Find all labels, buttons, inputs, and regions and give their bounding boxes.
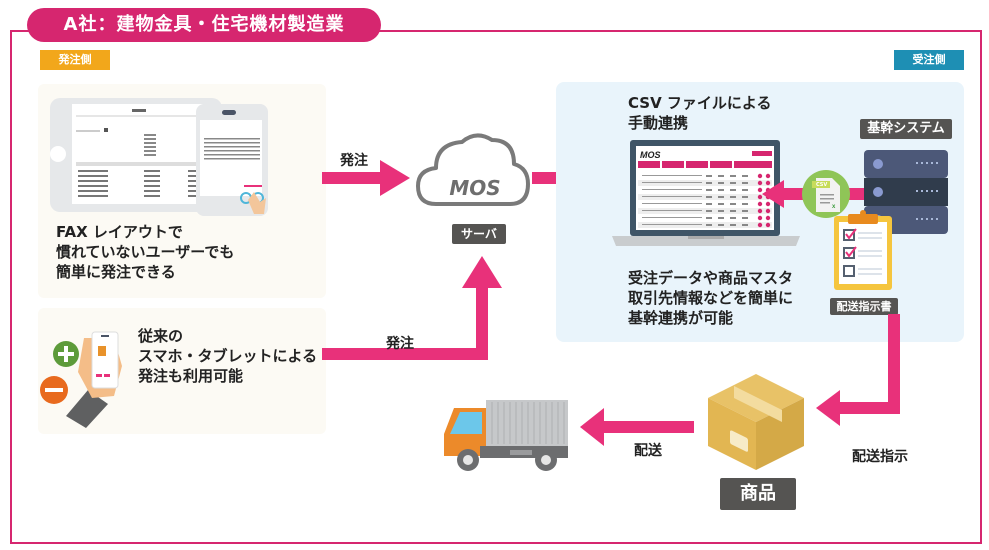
- tablet-fax-illustration: [50, 98, 268, 216]
- csv-file-icon: CSV: [816, 182, 828, 188]
- phone-line-2: スマホ・タブレットによる: [138, 347, 318, 365]
- csv-heading: CSV ファイルによる 手動連携: [628, 93, 771, 133]
- product-label: 商品: [720, 478, 796, 510]
- smartphone-description: 従来の スマホ・タブレットによる 発注も利用可能: [138, 326, 317, 386]
- core-system-label: 基幹システム: [860, 119, 952, 139]
- order-arrow-top: [322, 160, 410, 196]
- svg-text:x: x: [832, 204, 836, 210]
- order-side-tag: 発注側: [40, 50, 110, 70]
- svg-text:MOS: MOS: [640, 150, 661, 160]
- csv-description: 受注データや商品マスタ 取引先情報などを簡単に 基幹連携が可能: [628, 268, 793, 328]
- hand-phone-illustration: [40, 331, 122, 428]
- delivery-instruction-arrow: [816, 314, 900, 426]
- csv-desc-line-2: 取引先情報などを簡単に: [628, 289, 794, 307]
- order-label-bottom: 発注: [386, 336, 414, 352]
- fax-layout-panel: FAX レイアウトで 慣れていないユーザーでも 簡単に発注できる: [38, 84, 326, 298]
- csv-desc-line-3: 基幹連携が可能: [628, 309, 734, 327]
- fax-description: FAX レイアウトで 慣れていないユーザーでも 簡単に発注できる: [56, 222, 234, 282]
- csv-heading-line-1: CSV ファイルによる: [628, 94, 772, 112]
- delivery-label: 配送: [634, 443, 662, 459]
- server-logo: MOS: [449, 176, 501, 200]
- server-label: サーバ: [452, 224, 506, 244]
- phone-line-1: 従来の: [138, 327, 184, 345]
- delivery-truck-icon: [444, 400, 568, 471]
- fax-line-1: FAX レイアウトで: [56, 223, 183, 241]
- phone-line-3: 発注も利用可能: [138, 367, 244, 385]
- smartphone-panel: 従来の スマホ・タブレットによる 発注も利用可能: [38, 308, 326, 434]
- receive-side-tag: 受注側: [894, 50, 964, 70]
- csv-desc-line-1: 受注データや商品マスタ: [628, 269, 794, 287]
- fax-line-2: 慣れていないユーザーでも: [56, 243, 235, 261]
- delivery-arrow: [580, 408, 694, 446]
- order-label-top: 発注: [340, 153, 368, 169]
- csv-heading-line-2: 手動連携: [628, 114, 689, 132]
- order-arrow-bottom: [322, 256, 502, 360]
- core-system-server-icon: [864, 150, 948, 234]
- diagram-frame: [10, 30, 982, 544]
- delivery-instruction-label: 配送指示: [852, 449, 908, 465]
- delivery-instruction-sheet-label: 配送指示書: [830, 298, 898, 315]
- laptop-mos-screen: MOS: [612, 140, 800, 246]
- product-box-icon: [708, 374, 804, 470]
- fax-line-3: 簡単に発注できる: [56, 263, 176, 281]
- cloud-server-icon: [416, 133, 530, 206]
- company-title: A社：建物金具・住宅機材製造業: [27, 8, 381, 42]
- clipboard-icon: [834, 210, 892, 290]
